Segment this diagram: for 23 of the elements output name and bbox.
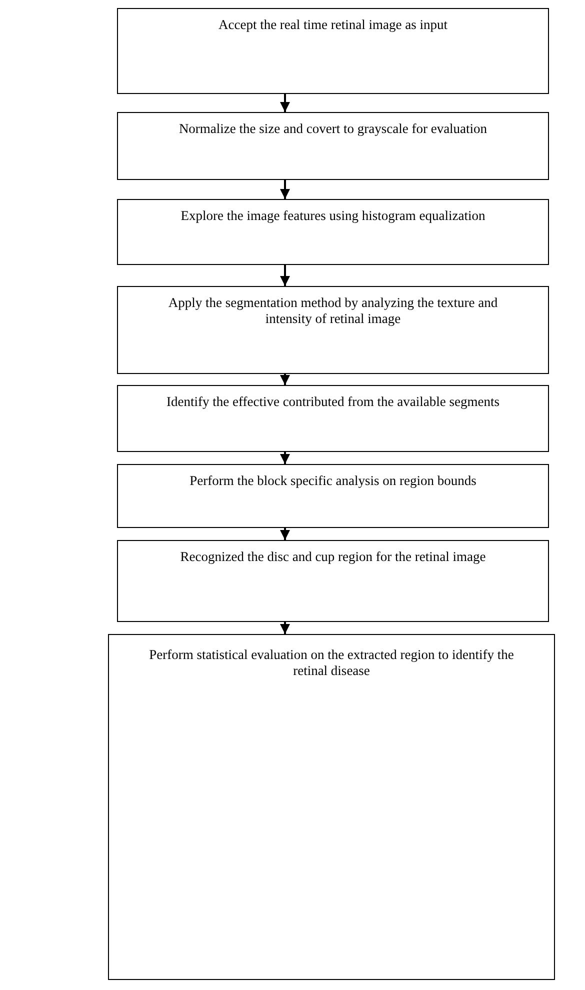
process-box — [117, 385, 549, 452]
step-text: Apply the segmentation method by analyzing the texture and intensity of retinal image — [167, 295, 499, 327]
arrow — [280, 528, 290, 540]
process-box — [117, 464, 549, 528]
arrow — [280, 94, 290, 112]
arrow — [280, 622, 290, 634]
process-box — [117, 8, 549, 94]
process-box — [117, 112, 549, 180]
step-text: Perform statistical evaluation on the extracted region to identify the retinal disease — [148, 647, 515, 679]
step-text: Perform the block specific analysis on region bounds — [188, 473, 478, 489]
step-text: Explore the image features using histogram equalization — [180, 208, 486, 224]
process-box — [108, 634, 555, 980]
process-box — [117, 199, 549, 265]
process-box — [117, 286, 549, 374]
step-text: Identify the effective contributed from the available segments — [166, 394, 500, 410]
step-text: Accept the real time retinal image as input — [217, 17, 449, 33]
arrow — [280, 265, 290, 286]
arrow — [280, 452, 290, 464]
arrow — [280, 374, 290, 385]
arrow — [280, 180, 290, 199]
process-box — [117, 540, 549, 622]
step-text: Recognized the disc and cup region for the retinal image — [179, 549, 487, 565]
step-text: Normalize the size and covert to grayscale for evaluation — [178, 121, 488, 137]
